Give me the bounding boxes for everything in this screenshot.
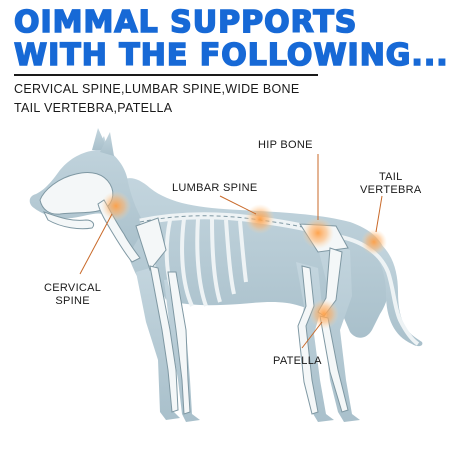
rib <box>224 219 236 295</box>
supported-areas-line-1: CERVICAL SPINE,LUMBAR SPINE,WIDE BONE <box>14 82 300 96</box>
cervical-spine-label-line-2: SPINE <box>55 295 90 307</box>
jaw-bone <box>43 211 95 230</box>
joint-highlights <box>101 191 387 329</box>
hip-bone-label-text: HIP BONE <box>258 139 313 151</box>
headline-line-2: WITH THE FOLLOWING... <box>13 38 449 73</box>
tail-vertebra-label-line-1: TAIL <box>378 171 403 183</box>
cervical-spine-label: CERVICAL SPINE <box>44 282 101 308</box>
supported-areas-line-2: TAIL VERTEBRA,PATELLA <box>14 101 173 115</box>
lumbar-spine-label-text: LUMBAR SPINE <box>172 182 258 194</box>
cervical-spine-callout-line <box>79 213 113 275</box>
headline: OIMMAL SUPPORTS WITH THE FOLLOWING... <box>13 5 449 73</box>
patella-glow <box>309 299 339 329</box>
dog-hind-leg-shape <box>316 240 360 422</box>
rib <box>195 218 208 307</box>
rib <box>238 220 248 283</box>
front-leg-bone <box>149 265 179 413</box>
patella-label: PATELLA <box>273 355 322 368</box>
headline-divider <box>14 74 318 76</box>
cervical-spine-label-line-1: CERVICAL <box>44 282 102 294</box>
tail-vertebra-callout-line <box>375 195 383 233</box>
rib <box>210 218 222 303</box>
cervical-spine-glow <box>101 191 131 221</box>
patella-callout-line <box>301 321 323 349</box>
headline-line-1: OIMMAL SUPPORTS <box>13 5 358 40</box>
tail-vertebra-label: TAIL VERTEBRA <box>360 171 422 197</box>
hip-bone-label: HIP BONE <box>258 139 313 152</box>
rib <box>180 218 194 307</box>
tail-vertebra-glow <box>361 229 387 255</box>
front-leg-bone-2 <box>167 271 191 415</box>
patella-label-text: PATELLA <box>273 355 322 367</box>
lumbar-spine-callout-line <box>219 195 257 215</box>
callout-lines <box>79 154 383 349</box>
tail-vertebra-label-line-2: VERTEBRA <box>360 184 422 196</box>
hip-bone-glow <box>302 217 334 249</box>
lumbar-spine-glow <box>245 204 275 234</box>
supported-areas-list: CERVICAL SPINE,LUMBAR SPINE,WIDE BONE TA… <box>14 80 444 118</box>
dog-ear-shape-2 <box>100 132 114 156</box>
scapula-bone <box>135 217 167 272</box>
hind-leg-bone-2 <box>297 265 319 415</box>
lumbar-spine-label: LUMBAR SPINE <box>172 182 258 195</box>
